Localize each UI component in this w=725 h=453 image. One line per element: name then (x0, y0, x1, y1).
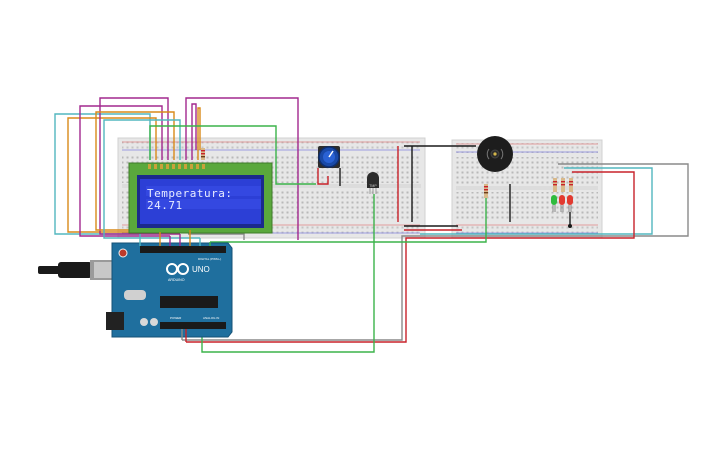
dc-jack (106, 312, 124, 330)
crystal (124, 290, 146, 300)
breadboard-secondary[interactable] (451, 139, 603, 239)
lcd-line-2: 24.71 (147, 199, 183, 212)
potentiometer[interactable] (318, 146, 340, 168)
arduino-board[interactable]: UNO ARDUINO DIGITAL (PWM~) POWER ANALOG … (106, 242, 233, 338)
piezo-buzzer[interactable] (477, 136, 513, 172)
resistor-buzzer[interactable] (484, 184, 488, 198)
analog-label: ANALOG IN (203, 316, 219, 320)
lcd-header-pins (148, 164, 205, 169)
led-green[interactable] (551, 195, 557, 212)
rail-wires[interactable] (397, 145, 476, 231)
usb-cable[interactable] (38, 260, 112, 280)
power-label: POWER (170, 316, 182, 320)
uno-label: UNO (192, 265, 210, 274)
atmega-chip (160, 296, 218, 308)
pot-wire-red[interactable] (317, 168, 329, 185)
led-red-2[interactable] (567, 195, 573, 212)
lcd-cell-grid (146, 186, 261, 209)
arduino-maker-label: ARDUINO (168, 278, 185, 282)
led-red-1[interactable] (559, 195, 565, 212)
lcd-module[interactable] (128, 162, 273, 234)
arduino-logo-icon (166, 263, 189, 275)
power-analog-header (160, 322, 226, 329)
sensor-signal-wire[interactable] (201, 194, 375, 353)
lcd-wire-harness[interactable] (54, 97, 316, 240)
sensor-label: TMP (369, 184, 377, 188)
digital-label: DIGITAL (PWM~) (198, 257, 221, 261)
reset-button[interactable] (118, 248, 128, 258)
lcd-line-1: Temperatura: (147, 187, 233, 200)
resistor-lcd[interactable] (201, 148, 205, 160)
digital-header (140, 246, 226, 253)
led-signal-wires[interactable] (182, 163, 689, 343)
led-resistors[interactable] (553, 178, 573, 192)
temperature-sensor[interactable]: TMP (367, 172, 379, 194)
arduino-pin-wires[interactable] (139, 230, 211, 342)
